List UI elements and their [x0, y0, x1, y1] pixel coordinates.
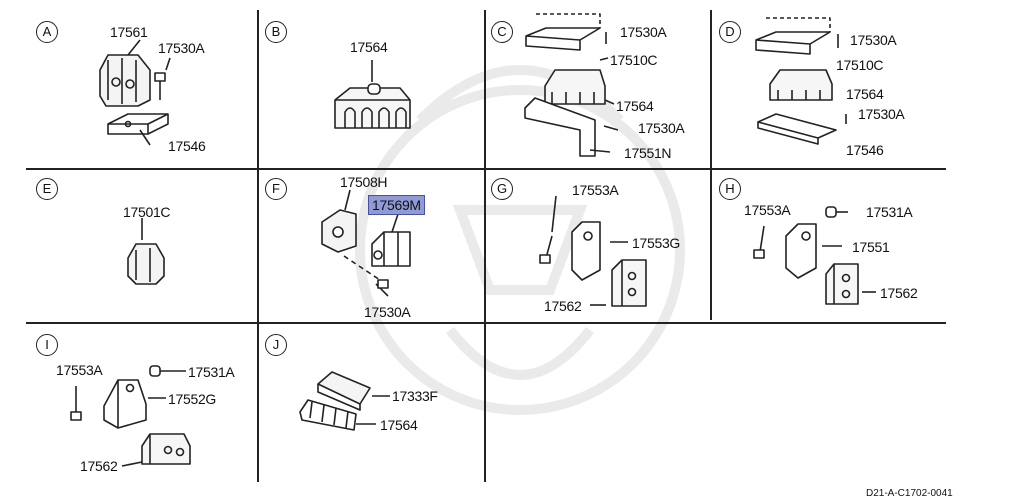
- part-number-label[interactable]: 17562: [880, 285, 918, 301]
- part-number-label[interactable]: 17552G: [168, 391, 217, 407]
- grid-line-v1: [257, 10, 259, 482]
- panel-letter-a: A: [36, 21, 58, 43]
- part-number-label[interactable]: 17531A: [188, 364, 235, 380]
- part-number-label[interactable]: 17564: [350, 39, 388, 55]
- part-number-label[interactable]: 17530A: [620, 24, 667, 40]
- part-number-label[interactable]: 17553A: [572, 182, 619, 198]
- panel-letter-d: D: [719, 21, 741, 43]
- part-number-label[interactable]: 17531A: [866, 204, 913, 220]
- panel-letter-j: J: [265, 334, 287, 356]
- part-number-label[interactable]: 17510C: [836, 57, 884, 73]
- panel-letter-h: H: [719, 178, 741, 200]
- part-number-label[interactable]: 17546: [168, 138, 206, 154]
- grid-line-h1: [26, 168, 946, 170]
- part-number-label[interactable]: 17553G: [632, 235, 681, 251]
- part-number-label[interactable]: 17530A: [858, 106, 905, 122]
- panel-letter-b: B: [265, 21, 287, 43]
- grid-line-v2: [484, 10, 486, 482]
- part-number-label[interactable]: 17530A: [638, 120, 685, 136]
- part-number-label[interactable]: 17553A: [744, 202, 791, 218]
- diagram-code: D21-A-C1702-0041: [866, 488, 953, 499]
- panel-letter-c: C: [491, 21, 513, 43]
- part-number-label[interactable]: 17510C: [610, 52, 658, 68]
- part-number-label[interactable]: 17501C: [123, 204, 171, 220]
- part-number-label[interactable]: 17553A: [56, 362, 103, 378]
- part-number-label[interactable]: 17546: [846, 142, 884, 158]
- part-number-label[interactable]: 17551: [852, 239, 890, 255]
- panel-letter-f: F: [265, 178, 287, 200]
- panel-letter-e: E: [36, 178, 58, 200]
- part-number-label[interactable]: 17562: [544, 298, 582, 314]
- grid-line-h2: [26, 322, 946, 324]
- grid-line-v3: [710, 10, 712, 320]
- part-number-label[interactable]: 17333F: [392, 388, 438, 404]
- part-number-label[interactable]: 17551N: [624, 145, 672, 161]
- part-number-label[interactable]: 17508H: [340, 174, 388, 190]
- part-number-label[interactable]: 17530A: [364, 304, 411, 320]
- part-number-label[interactable]: 17564: [616, 98, 654, 114]
- part-number-label[interactable]: 17564: [380, 417, 418, 433]
- part-number-label[interactable]: 17530A: [850, 32, 897, 48]
- part-number-label-highlighted[interactable]: 17569M: [368, 195, 425, 215]
- part-number-label[interactable]: 17561: [110, 24, 148, 40]
- part-number-label[interactable]: 17530A: [158, 40, 205, 56]
- panel-letter-i: I: [36, 334, 58, 356]
- part-number-label[interactable]: 17564: [846, 86, 884, 102]
- part-number-label[interactable]: 17562: [80, 458, 118, 474]
- panel-letter-g: G: [491, 178, 513, 200]
